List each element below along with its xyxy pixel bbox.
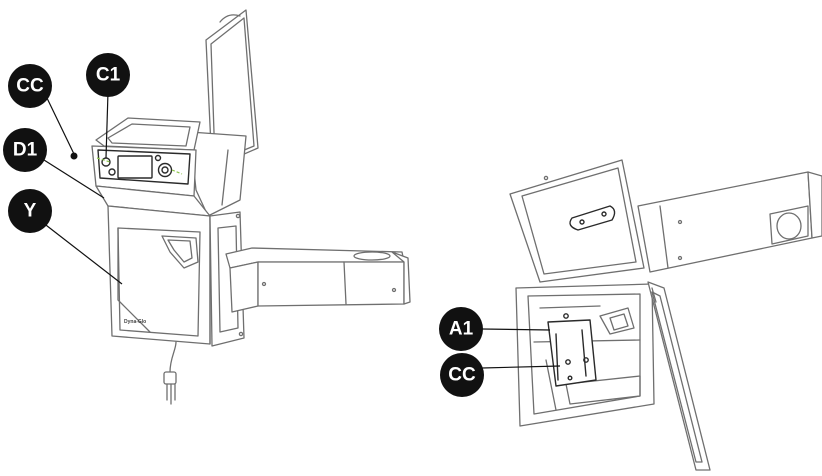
auger-tube xyxy=(225,247,411,313)
callout-cc-right: CC xyxy=(440,353,484,397)
callout-d1-label: D1 xyxy=(13,140,38,161)
power-cord xyxy=(163,341,177,405)
lid-handle xyxy=(569,205,616,231)
control-panel xyxy=(91,145,197,197)
temperature-dial-center xyxy=(161,166,169,174)
auger-outlet-right xyxy=(776,212,802,240)
auger-outlet-opening xyxy=(353,251,391,261)
callout-cc-left-label: CC xyxy=(16,76,44,97)
callout-cc-left: CC xyxy=(8,64,52,108)
callout-a1-label: A1 xyxy=(449,319,474,340)
callout-c1: C1 xyxy=(86,53,130,97)
open-door xyxy=(647,281,711,471)
control-board xyxy=(547,313,597,387)
main-cabinet: Dyna-Glo xyxy=(107,205,211,345)
left-hopper-assembly: Dyna-Glo xyxy=(3,9,411,405)
temperature-dial xyxy=(157,162,173,178)
callout-a1: A1 xyxy=(439,307,483,351)
brand-logo: Dyna-Glo xyxy=(124,319,146,325)
side-bracket xyxy=(209,211,245,347)
callout-c1-label: C1 xyxy=(96,65,121,86)
hopper-lid xyxy=(205,9,259,169)
right-hopper-assembly: A1 CC xyxy=(439,159,822,471)
hopper-top-tray xyxy=(95,117,201,151)
plug-body xyxy=(163,371,177,385)
callout-d1: D1 xyxy=(3,128,47,172)
display-screen xyxy=(117,155,153,179)
callout-y: Y xyxy=(8,189,52,233)
auger-tube-right xyxy=(637,171,822,273)
callout-cc-right-label: CC xyxy=(448,365,476,386)
hopper-top-box xyxy=(509,159,645,283)
callout-y-label: Y xyxy=(24,201,37,222)
indicator-light xyxy=(108,168,116,176)
panel-button xyxy=(154,154,162,162)
